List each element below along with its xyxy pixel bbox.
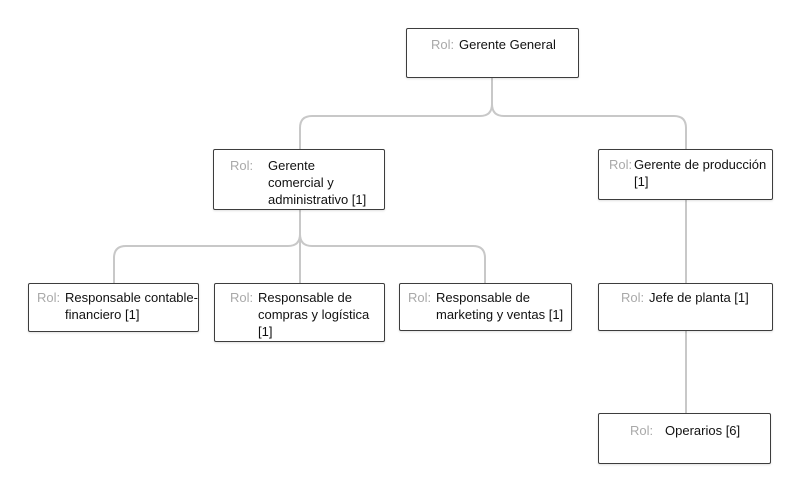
node-resp-compras[interactable]: Rol: Responsable de compras y logística … (214, 283, 385, 342)
role-name: Gerente comercial y administrativo [1] (268, 158, 367, 207)
role-label: Rol: (431, 37, 455, 52)
role-label: Rol: (630, 423, 654, 438)
role-label: Rol: (230, 290, 254, 305)
role-label: Rol: (37, 290, 61, 305)
node-resp-marketing[interactable]: Rol: Responsable de marketing y ventas [… (399, 283, 572, 331)
node-resp-contable[interactable]: Rol: Responsable contable-financiero [1] (28, 283, 199, 332)
role-name: Gerente de producción [1] (634, 157, 767, 189)
connector-comercial-to-level3 (113, 210, 486, 283)
connector-general-to-level2 (299, 78, 687, 150)
role-label: Rol: (230, 158, 254, 173)
node-gerente-comercial[interactable]: Rol: Gerente comercial y administrativo … (213, 149, 385, 210)
role-name: Responsable de marketing y ventas [1] (436, 290, 564, 322)
node-gerente-produccion[interactable]: Rol: Gerente de producción [1] (598, 149, 773, 200)
role-name: Gerente General (459, 37, 556, 52)
role-name: Responsable contable-financiero [1] (65, 290, 198, 322)
node-jefe-planta[interactable]: Rol: Jefe de planta [1] (598, 283, 773, 331)
node-gerente-general[interactable]: Rol: Gerente General (406, 28, 579, 78)
role-label: Rol: (609, 157, 633, 172)
role-label: Rol: (408, 290, 432, 305)
role-name: Responsable de compras y logística [1] (258, 290, 370, 339)
node-operarios[interactable]: Rol: Operarios [6] (598, 413, 771, 464)
role-name: Jefe de planta [1] (649, 290, 749, 305)
role-label: Rol: (621, 290, 645, 305)
role-name: Operarios [6] (665, 423, 741, 438)
